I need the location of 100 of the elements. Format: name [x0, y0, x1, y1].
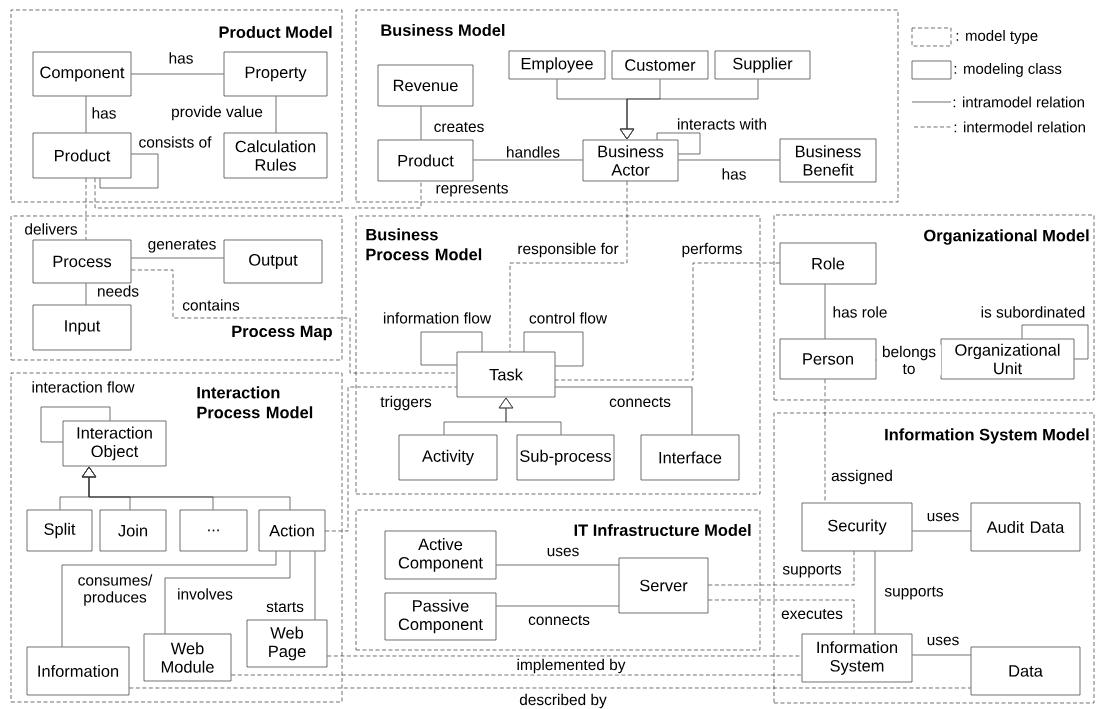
- arrow: [619, 79, 759, 140]
- legend-entry: : model type: [911, 27, 1038, 47]
- relation-line: [61, 551, 277, 647]
- edge-label: consumes/ produces: [72, 573, 158, 607]
- class-box: Revenue: [377, 64, 474, 107]
- relation-line: [325, 386, 457, 532]
- relation-line: [85, 283, 87, 305]
- edge-label: involves: [176, 587, 234, 601]
- relation-line: [131, 73, 224, 75]
- class-box: Property: [223, 51, 328, 97]
- edge-label: implemented by: [515, 657, 627, 675]
- class-box: Server: [618, 557, 709, 614]
- class-box: Business Actor: [582, 139, 679, 182]
- edge-label: needs: [95, 284, 141, 298]
- class-box: Process: [32, 239, 132, 284]
- class-box: Information: [26, 646, 130, 696]
- relation-line: [40, 406, 111, 443]
- edge-label: belongs to: [877, 344, 941, 376]
- relation-line: [164, 551, 291, 634]
- relation-line: [131, 269, 457, 374]
- relation-line: [231, 674, 802, 676]
- class-box: Information System: [801, 633, 913, 683]
- class-box: Customer: [611, 50, 709, 80]
- relation-line: [824, 379, 826, 503]
- edge-label: control flow: [527, 311, 609, 325]
- relation-line: [314, 551, 316, 620]
- relation-line: [656, 132, 701, 155]
- edge-label: has role: [831, 305, 889, 319]
- legend-entry: : modeling class: [911, 60, 1062, 80]
- class-box: Join: [99, 509, 167, 552]
- edge-label: has: [167, 51, 195, 65]
- class-box: Input: [32, 304, 132, 351]
- relation-line: [523, 331, 584, 367]
- edge-label: contains: [181, 298, 241, 312]
- edge-label: connects: [608, 395, 672, 409]
- class-box: Web Page: [246, 619, 328, 668]
- edge-label: has: [720, 167, 748, 181]
- relation-line: [85, 96, 87, 133]
- relation-line: [509, 181, 628, 352]
- relation-line: [473, 159, 583, 161]
- arrow: [81, 466, 291, 510]
- edge-label: executes: [780, 607, 844, 621]
- edge-label: generates: [146, 238, 218, 254]
- arrow: [498, 397, 562, 435]
- edge-label: supports: [883, 585, 945, 601]
- edge-label: uses: [545, 546, 581, 558]
- edge-label: triggers: [379, 394, 433, 412]
- class-box: Supplier: [714, 50, 811, 80]
- class-box: Active Component: [384, 530, 497, 580]
- class-box: Activity: [398, 434, 498, 481]
- edge-label: interacts with: [675, 117, 769, 131]
- edge-label: performs: [680, 241, 744, 259]
- edge-label: delivers: [23, 222, 79, 236]
- edge-label: information flow: [381, 311, 493, 325]
- relation-line: [327, 655, 802, 657]
- relation-line: [678, 159, 780, 161]
- class-box: Split: [26, 509, 93, 552]
- class-box: Data: [970, 646, 1081, 696]
- edge-label: supports: [781, 563, 843, 579]
- edge-label: responsible for: [516, 241, 620, 259]
- relation-line: [1021, 324, 1089, 360]
- edge-label: described by: [518, 692, 608, 709]
- relation-line: [555, 386, 693, 435]
- class-box: Interface: [640, 434, 740, 481]
- edge-label: starts: [265, 600, 305, 614]
- class-box: ...: [179, 509, 248, 552]
- class-box: Role: [779, 242, 877, 285]
- edge-label: uses: [925, 635, 961, 647]
- relation-line: [99, 153, 159, 189]
- class-box: Web Module: [143, 633, 232, 682]
- class-box: Component: [32, 51, 132, 97]
- relation-line: [129, 687, 971, 689]
- edge-label: interaction flow: [30, 380, 136, 394]
- relation-line: [94, 178, 422, 209]
- relation-line: [496, 564, 619, 566]
- class-box: Interaction Object: [62, 420, 167, 467]
- legend-entry: : intramodel relation: [911, 96, 1084, 108]
- class-box: Security: [801, 502, 913, 552]
- relation-line: [85, 178, 87, 240]
- class-box: Action: [258, 509, 326, 552]
- relation-line: [912, 654, 971, 656]
- edge-label: uses: [925, 511, 961, 523]
- class-box: Calculation Rules: [223, 132, 328, 179]
- relation-line: [874, 551, 876, 634]
- relation-line: [912, 530, 971, 532]
- edge-label: creates: [432, 120, 486, 134]
- edge-label: connects: [527, 613, 591, 627]
- relation-line: [131, 257, 224, 259]
- edge-label: is subordinated: [979, 305, 1087, 319]
- relation-line: [708, 551, 855, 586]
- relation-line: [555, 262, 780, 381]
- relation-line: [708, 599, 855, 634]
- class-box: Audit Data: [970, 502, 1081, 552]
- class-box: Product: [32, 132, 132, 179]
- class-box: Sub-process: [516, 434, 615, 481]
- relation-line: [420, 106, 422, 140]
- edge-label: assigned: [830, 468, 894, 486]
- edge-label: consists of: [137, 135, 213, 149]
- relation-line: [275, 96, 277, 133]
- class-box: Task: [456, 351, 556, 398]
